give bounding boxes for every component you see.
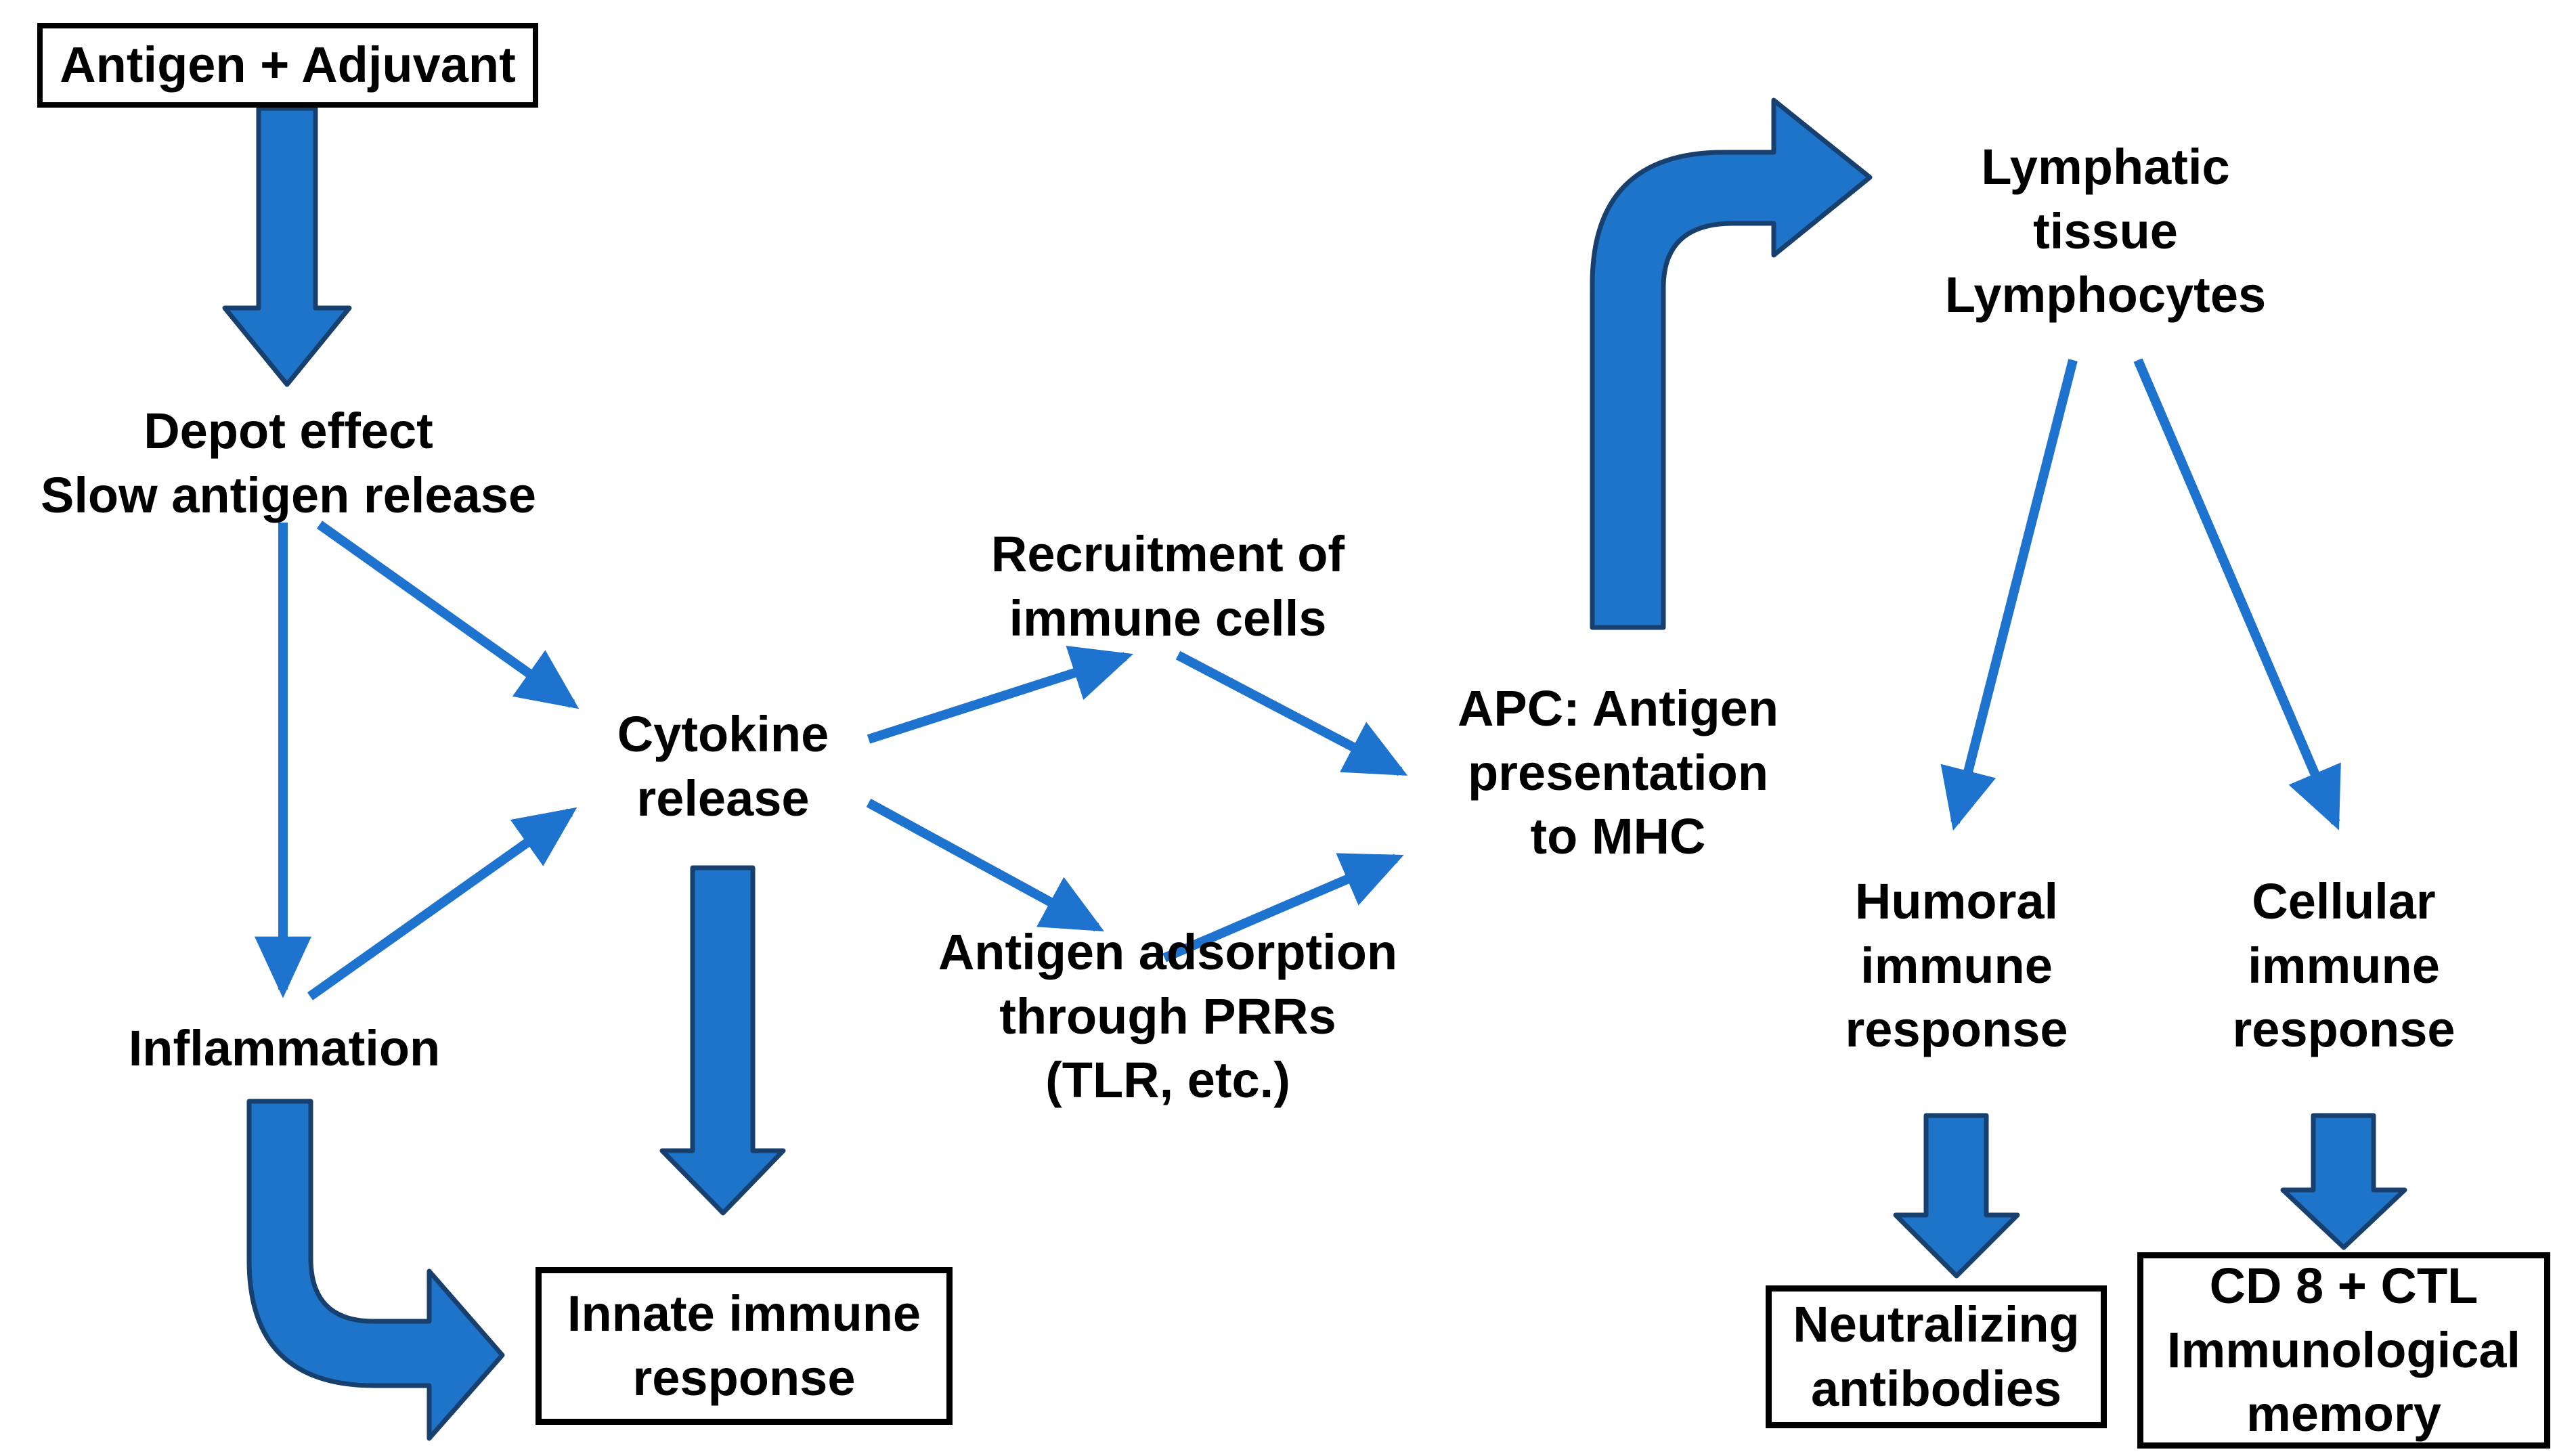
block-arrow-cellular-to-cd8 [2280, 1113, 2407, 1250]
node-apc-presentation-mhc: APC: Antigen presentation to MHC [1457, 680, 1779, 865]
node-neutralizing-antibodies-label: Neutralizing antibodies [1793, 1296, 2080, 1417]
arrow-lymphatic-to-humoral [1940, 359, 2078, 831]
node-neutralizing-antibodies: Neutralizing antibodies [1766, 1285, 2107, 1428]
block-arrow-cytokine-to-innate [659, 865, 786, 1216]
block-arrow-humoral-to-neutralizing [1893, 1113, 2020, 1279]
arrow-adsorption-to-apc [1162, 853, 1404, 963]
node-depot-effect: Depot effect Slow antigen release [40, 403, 537, 523]
arrow-inflammation-to-cytokine [307, 807, 577, 1000]
node-cd8-ctl-memory: CD 8 + CTL Immunological memory [2137, 1252, 2550, 1449]
node-humoral-immune-response: Humoral immune response [1845, 873, 2068, 1058]
node-inflammation: Inflammation [128, 1020, 441, 1076]
node-antigen-adjuvant-label: Antigen + Adjuvant [60, 37, 516, 93]
node-innate-immune-response: Innate immune response [536, 1267, 953, 1425]
elbow-arrow-inflammation-to-innate [246, 1099, 505, 1441]
node-antigen-adjuvant: Antigen + Adjuvant [37, 23, 538, 108]
node-cd8-ctl-memory-label: CD 8 + CTL Immunological memory [2166, 1257, 2521, 1442]
node-antigen-adsorption-prrs: Antigen adsorption through PRRs (TLR, et… [938, 924, 1398, 1109]
node-innate-immune-response-label: Innate immune response [567, 1285, 921, 1406]
node-cellular-immune-response: Cellular immune response [2232, 873, 2455, 1058]
arrow-cytokine-to-recruitment [867, 646, 1133, 744]
elbow-arrow-apc-to-lymphatic [1590, 97, 1873, 630]
node-lymphatic-tissue: Lymphatic tissue Lymphocytes [1944, 139, 2267, 324]
arrow-depot-to-cytokine [316, 521, 580, 709]
arrow-cytokine-to-adsorption [866, 798, 1105, 932]
node-cytokine-release: Cytokine release [617, 706, 829, 826]
block-arrow-antigen-to-depot [222, 106, 352, 387]
arrow-lymphatic-to-cellular [2133, 358, 2341, 831]
node-recruitment-immune-cells: Recruitment of immune cells [990, 526, 1345, 646]
arrow-recruitment-to-apc [1175, 650, 1408, 776]
